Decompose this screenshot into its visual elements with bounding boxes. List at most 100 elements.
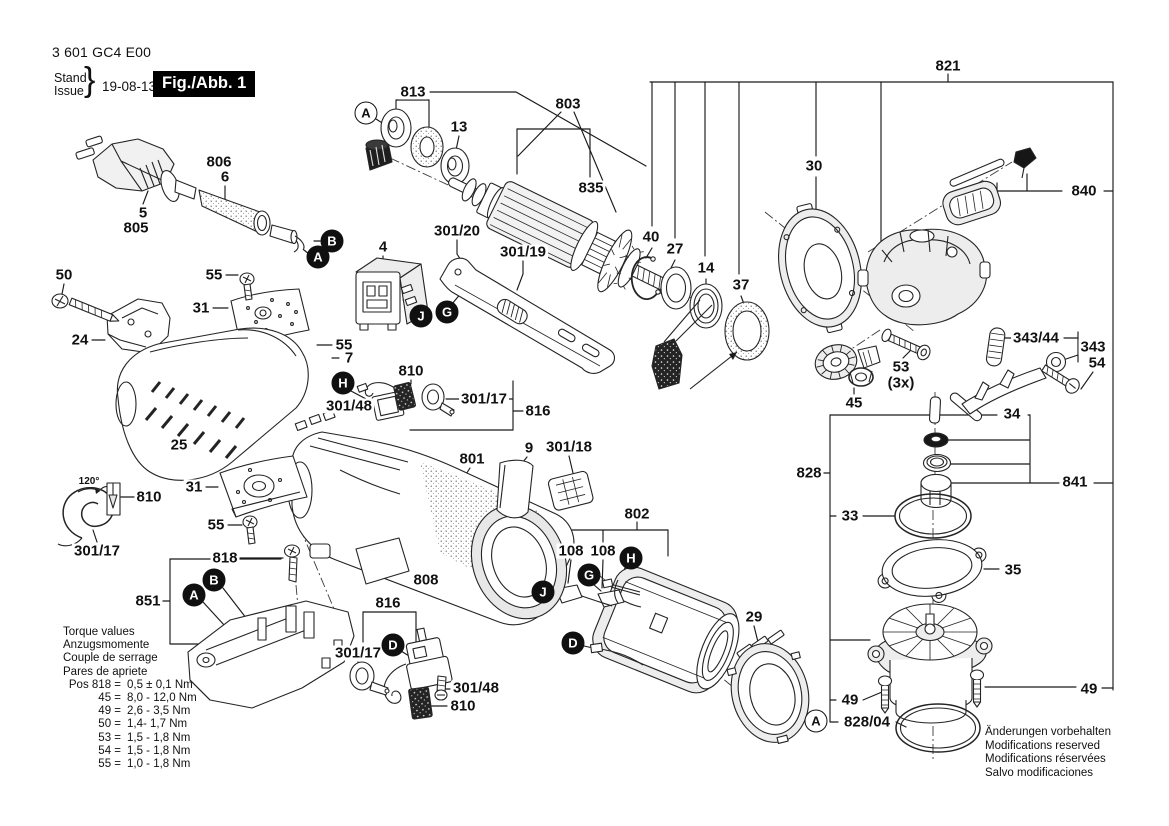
torque-title-line: Couple de serrage	[63, 652, 158, 665]
sticker-808-drawing	[355, 537, 410, 585]
brush-816-top-drawing	[356, 382, 455, 421]
part-label-816: 816	[523, 402, 553, 420]
part-label-37: 37	[730, 276, 752, 294]
part-label--3x-: (3x)	[885, 374, 917, 392]
torque-row-pos: 50 =	[98, 718, 121, 731]
torque-row: 49 =2,6 - 3,5 Nm	[63, 705, 197, 718]
screw-49-left	[877, 675, 893, 714]
torque-row: 54 =1,5 - 1,8 Nm	[63, 745, 197, 758]
flange-30-drawing	[778, 203, 862, 334]
torque-row-value: 1,5 - 1,8 Nm	[127, 744, 191, 757]
housing-cover-25-drawing	[115, 327, 309, 481]
part-label-49: 49	[1078, 680, 1100, 698]
switch-4-drawing	[355, 257, 429, 331]
part-label-25: 25	[168, 436, 190, 454]
bearing-plate-29-drawing	[726, 629, 810, 745]
torque-row-value: 1,5 - 1,8 Nm	[127, 731, 191, 744]
torque-row-value: 1,0 - 1,8 Nm	[127, 758, 191, 771]
bracket-24-drawing	[51, 293, 171, 354]
notice-line: Änderungen vorbehalten	[985, 726, 1111, 738]
part-label-813: 813	[398, 83, 428, 101]
gasket-35-drawing	[877, 539, 987, 603]
torque-row: 55 = 1,0 - 1,8 Nm	[63, 758, 197, 771]
part-label-343-44: 343/44	[1011, 329, 1061, 347]
part-label-301-17: 301/17	[459, 390, 509, 408]
part-label-13: 13	[448, 118, 470, 136]
part-label-808: 808	[411, 571, 441, 589]
part-label-50: 50	[53, 266, 75, 284]
callout-d: D	[381, 633, 405, 657]
torque-row: 53 = 1,5 - 1,8 Nm	[63, 732, 197, 745]
part-label-301-19: 301/19	[498, 243, 548, 261]
part-label-301-20: 301/20	[432, 222, 482, 240]
torque-row-pos: Pos 818 =	[68, 678, 121, 691]
o-ring-82804-drawing	[895, 703, 981, 753]
part-label-120-: 120°	[76, 476, 102, 487]
part-label-801: 801	[457, 450, 487, 468]
part-label-30: 30	[803, 157, 825, 175]
part-label-108: 108	[588, 542, 618, 560]
screw-49-right	[969, 669, 985, 708]
notice-line: Salvo modificaciones	[985, 766, 1094, 779]
part-label-53: 53	[890, 358, 912, 376]
cover-31-mid-drawing	[219, 455, 308, 545]
o-ring-33-drawing	[894, 493, 972, 539]
part-label-851: 851	[133, 592, 163, 610]
figure-label: Fig./Abb. 1	[153, 71, 256, 97]
part-label-343: 343	[1078, 338, 1108, 356]
part-label-31: 31	[183, 478, 205, 496]
torque-row-pos: 55 =	[98, 758, 121, 771]
torque-title-line: Torque values	[63, 626, 135, 638]
brace-glyph: }	[84, 61, 96, 99]
adjust-knob-drawing	[814, 344, 881, 387]
torque-row-pos: 45 =	[98, 692, 121, 705]
notice-line: Modifications reserved	[985, 739, 1101, 752]
torque-row: 45 = 8,0 - 12,0 Nm	[63, 692, 197, 705]
torque-row-pos: 53 =	[98, 731, 121, 744]
shaft-bearing-stack-drawing	[630, 256, 770, 390]
part-label-806: 806	[204, 153, 234, 171]
part-label-34: 34	[1001, 405, 1023, 423]
torque-title-line: Pares de apriete	[63, 665, 148, 678]
part-label-803: 803	[553, 95, 583, 113]
part-label-810: 810	[134, 488, 164, 506]
callout-a: A	[354, 101, 378, 125]
part-label-301-17: 301/17	[333, 644, 383, 662]
part-label-6: 6	[218, 168, 232, 186]
screw-818-drawing	[283, 544, 301, 583]
part-label-301-18: 301/18	[544, 438, 594, 456]
callout-a: A	[804, 709, 828, 733]
callout-h: H	[619, 546, 643, 570]
callout-a: A	[306, 245, 330, 269]
part-label-841: 841	[1060, 473, 1090, 491]
part-label-33: 33	[839, 507, 861, 525]
callout-j: J	[409, 304, 433, 328]
part-label-301-17: 301/17	[72, 542, 122, 560]
part-label-816: 816	[373, 594, 403, 612]
torque-row-value: 0,5 ± 0,1 Nm	[127, 678, 193, 691]
document-part-number: 3 601 GC4 E00	[52, 44, 152, 60]
leader-lines	[61, 73, 1114, 728]
callout-a: A	[182, 583, 206, 607]
part-label-27: 27	[664, 240, 686, 258]
part-label-301-48: 301/48	[451, 679, 501, 697]
part-label-821: 821	[933, 57, 963, 75]
spindle-parts-column-drawing	[920, 396, 952, 509]
part-label-14: 14	[695, 259, 717, 277]
part-label-7: 7	[342, 349, 356, 367]
power-plug-drawing	[75, 135, 305, 253]
callout-b: B	[320, 229, 344, 253]
part-label-828-04: 828/04	[842, 713, 892, 731]
torque-row-value: 8,0 - 12,0 Nm	[127, 692, 197, 705]
gear-head-drawing	[857, 228, 991, 361]
part-label-29: 29	[743, 608, 765, 626]
part-label-55: 55	[333, 336, 355, 354]
spring-30119-drawing	[496, 298, 528, 325]
part-label-301-48: 301/48	[324, 397, 374, 415]
fan-unit-drawing	[867, 603, 993, 724]
part-label-810: 810	[448, 697, 478, 715]
part-label-805: 805	[121, 219, 151, 237]
